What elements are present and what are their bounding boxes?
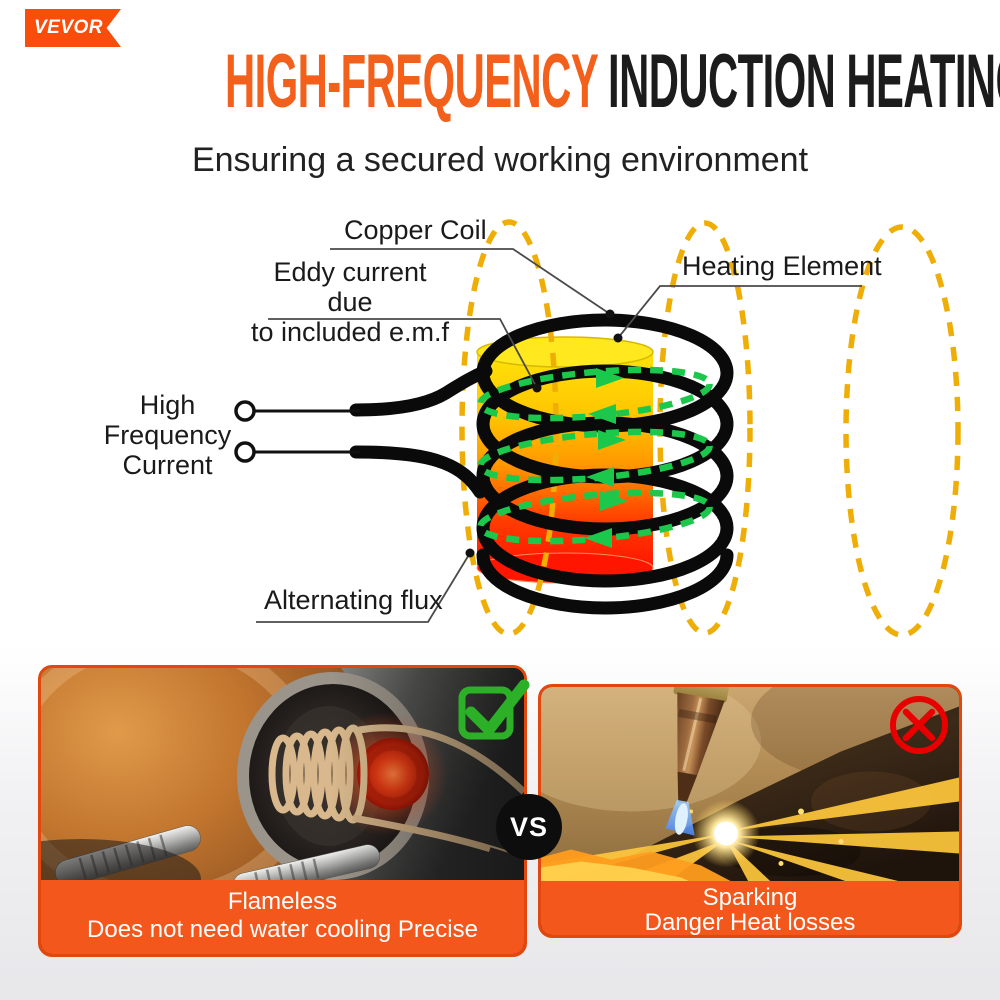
torch-photo-art [541,687,959,881]
eddy-current-label: Eddy current due to included e.m.f [250,257,450,347]
torch-photo [541,687,959,881]
copper-coil-label: Copper Coil [344,215,487,245]
spark-dots [689,808,844,866]
induction-photo [41,668,524,880]
induction-photo-art [41,668,524,880]
title-rest: INDUCTION HEATING [608,39,1000,124]
vevor-logo: VEVOR [25,9,121,47]
torch-caption: Sparking Danger Heat losses [541,881,959,935]
vs-badge: VS [496,794,562,860]
induction-caption: Flameless Does not need water cooling Pr… [41,880,524,954]
copper-coil-winding [349,313,734,615]
label-pointer-dots [465,309,623,558]
alternating-flux-label: Alternating flux [264,585,443,615]
high-frequency-current-label: High Frequency Current [103,390,232,480]
current-terminals [234,400,360,463]
torch-nozzle [665,687,730,836]
torch-caption-line2: Danger Heat losses [644,909,856,936]
induction-photo-card: Flameless Does not need water cooling Pr… [38,665,527,957]
induction-caption-line1: Flameless [227,888,338,915]
eddy-current-loops [477,366,713,548]
check-icon [458,679,530,740]
heating-element-label: Heating Element [682,251,882,281]
torch-photo-card: Sparking Danger Heat losses [538,684,962,938]
label-pointer-lines [256,248,862,623]
torch-caption-line1: Sparking [702,884,798,911]
vs-label: VS [509,811,549,842]
title-highlight: HIGH-FREQUENCY [225,39,599,124]
induction-caption-line2: Does not need water cooling Precise [87,916,478,943]
subtitle: Ensuring a secured working environment [191,141,809,179]
vevor-logo-text: VEVOR [34,17,104,38]
eddy-current-arrowheads [584,368,628,548]
cross-icon [890,696,948,754]
